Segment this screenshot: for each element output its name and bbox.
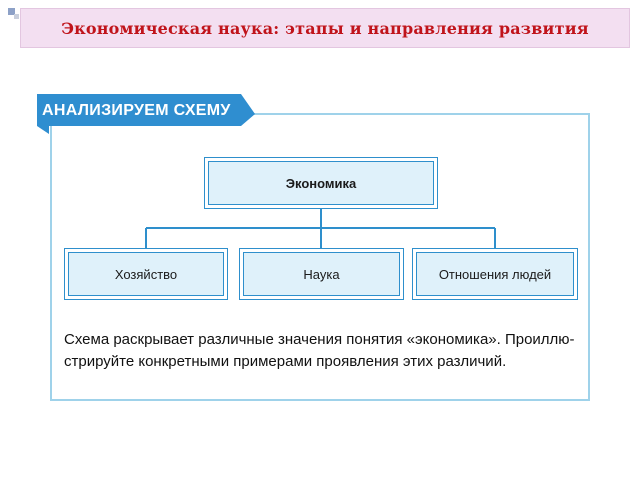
slide-title-box: Экономическая наука: этапы и направления… bbox=[20, 8, 630, 48]
diagram-panel-frame bbox=[50, 113, 590, 401]
diagram-node-science-label: Наука bbox=[303, 266, 340, 282]
diagram-node-economy-household: Хозяйство bbox=[64, 248, 228, 300]
slide-title: Экономическая наука: этапы и направления… bbox=[61, 18, 589, 38]
diagram-node-household-label: Хозяйство bbox=[114, 266, 178, 282]
panel-header-label: АНАЛИЗИРУЕМ СХЕМУ bbox=[42, 102, 231, 119]
slide-bullet-decoration-small bbox=[14, 14, 19, 19]
slide-bullet-decoration bbox=[8, 8, 15, 15]
diagram-node-economy-label: Экономика bbox=[285, 175, 357, 191]
caption-line-1: Схема раскрывает различные значения поня… bbox=[64, 331, 575, 348]
diagram-node-economy: Экономика bbox=[204, 157, 438, 209]
diagram-caption: Схема раскрывает различные значения поня… bbox=[64, 329, 584, 373]
caption-line-2: стрируйте конкретными примерами проявлен… bbox=[64, 353, 507, 370]
diagram-node-relations-label: Отношения людей bbox=[438, 266, 552, 282]
diagram-node-relations: Отношения людей bbox=[412, 248, 578, 300]
panel-header-tab bbox=[37, 94, 255, 134]
diagram-node-science: Наука bbox=[239, 248, 404, 300]
